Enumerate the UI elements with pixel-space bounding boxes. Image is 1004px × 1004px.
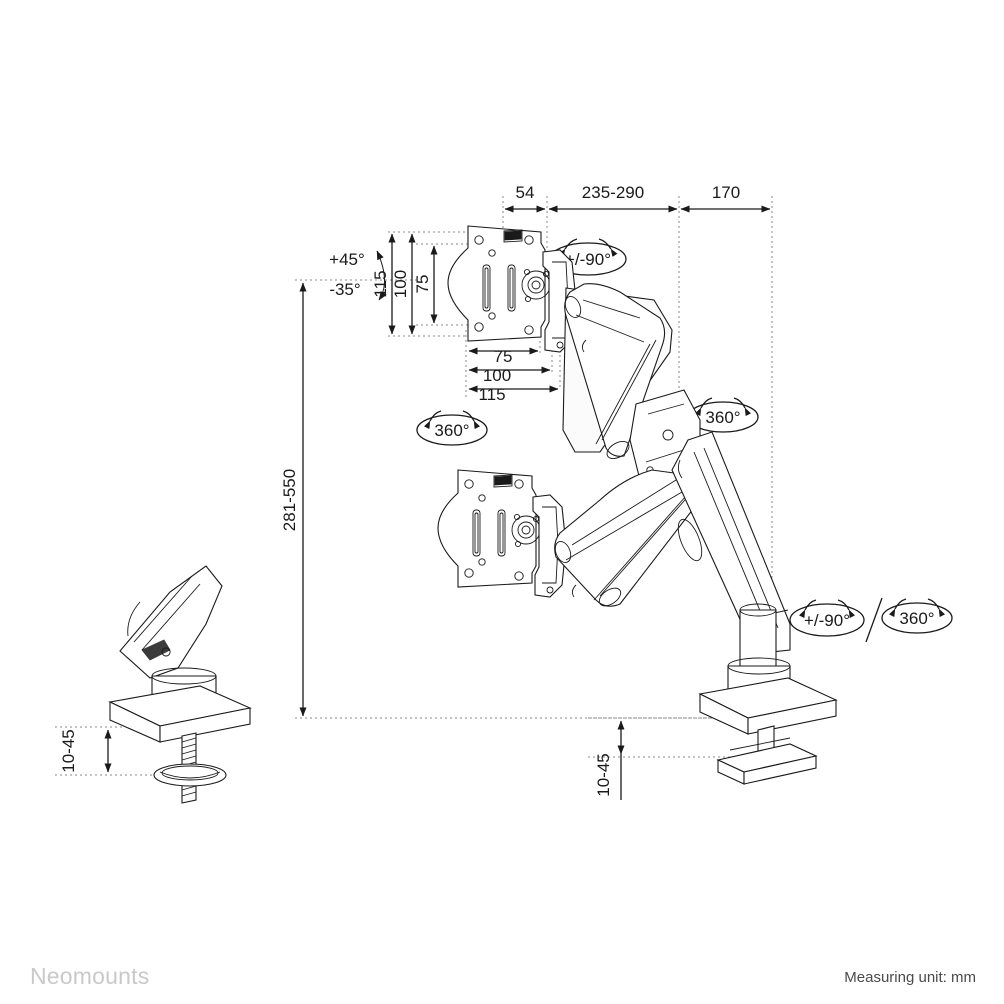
detail-view-left-clamp — [108, 565, 252, 804]
dimension-label-54: 54 — [516, 183, 535, 202]
lower-vesa-plate — [437, 469, 541, 588]
lower-arm-gas-spring — [554, 469, 703, 607]
angle-label-rotate-plate: 360° — [434, 421, 469, 440]
rotation-badge-base-rotate: 360° — [881, 598, 953, 634]
angle-label-base-swivel: +/-90° — [804, 611, 850, 630]
tilt-angle-annotation: +45° -35° — [329, 250, 387, 301]
dimension-label-vesa-100: 100 — [391, 270, 410, 298]
angle-label-rotate-head: +/-90° — [565, 250, 611, 269]
angle-label-tilt-up: +45° — [329, 250, 365, 269]
right-clamp-dimension: 10-45 — [594, 720, 625, 800]
upper-vesa-plate — [447, 225, 551, 342]
lower-tilt-head — [532, 494, 567, 598]
vesa-horizontal-dimensions: 75 100 115 — [468, 347, 559, 404]
dimension-label-170: 170 — [712, 183, 740, 202]
base-post — [739, 603, 777, 673]
page-footer: Neomounts Measuring unit: mm — [0, 948, 1004, 1004]
dimension-label-clamp-left: 10-45 — [59, 729, 78, 772]
vesa-vertical-dimensions: 115 100 75 — [371, 233, 438, 335]
dimension-label-235-290: 235-290 — [582, 183, 644, 202]
left-clamp-dimension: 10-45 — [59, 729, 112, 773]
upper-arm-gas-spring — [562, 283, 673, 459]
height-range-dimension: 281-550 — [280, 282, 307, 717]
dimension-label-vesa-w-75: 75 — [494, 347, 513, 366]
bolt-threads — [181, 737, 197, 797]
dimension-label-vesa-75: 75 — [413, 275, 432, 294]
dimension-label-vesa-115: 115 — [371, 270, 390, 297]
brand-logo-text: Neomounts — [30, 963, 150, 989]
rotation-badge-base-swivel: +/-90° — [789, 599, 865, 637]
rotation-badge-plate: 360° — [416, 410, 488, 446]
dimension-label-vesa-w-115: 115 — [478, 385, 505, 404]
angle-label-rotate-elbow: 360° — [705, 408, 740, 427]
angle-label-tilt-down: -35° — [329, 280, 360, 299]
measuring-unit-note: Measuring unit: mm — [844, 969, 976, 986]
badge-separator-slash — [865, 597, 883, 643]
angle-label-base-rotate: 360° — [899, 609, 934, 628]
top-dimension-chain: 54 235-290 170 — [504, 183, 771, 213]
dimension-label-clamp-right: 10-45 — [594, 753, 613, 796]
desk-clamp-right — [698, 657, 838, 785]
dimension-label-281-550: 281-550 — [280, 469, 299, 531]
dimension-label-vesa-w-100: 100 — [483, 366, 511, 385]
